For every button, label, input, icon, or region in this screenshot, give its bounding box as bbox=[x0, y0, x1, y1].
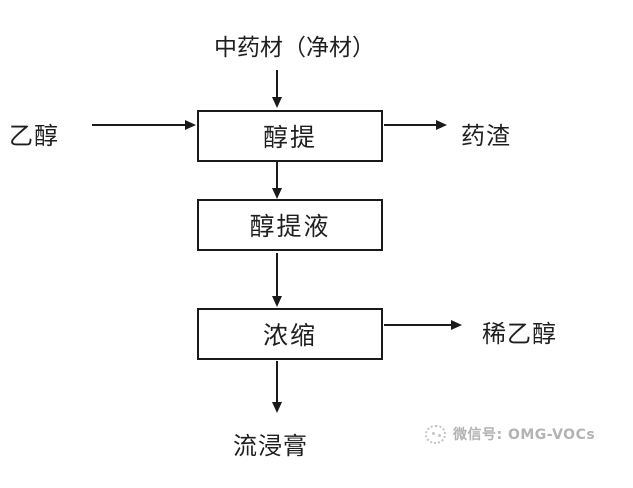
arrow-shaft bbox=[92, 124, 185, 126]
input-label-ethanol: 乙醇 bbox=[9, 122, 59, 150]
arrow-shaft bbox=[276, 253, 278, 297]
arrow-head-down-icon bbox=[272, 97, 282, 108]
arrow-head-down-icon bbox=[272, 296, 282, 307]
arrow-shaft bbox=[384, 324, 451, 326]
output-label-fluid-extract: 流浸膏 bbox=[233, 432, 308, 460]
node-alcohol-extraction: 醇提 bbox=[197, 110, 383, 162]
output-label-residue: 药渣 bbox=[461, 122, 511, 150]
arrow-shaft bbox=[384, 124, 436, 126]
arrow-shaft bbox=[276, 162, 278, 188]
wechat-logo-icon bbox=[425, 424, 446, 444]
watermark: 微信号: OMG-VOCs bbox=[425, 424, 595, 444]
node-alcohol-extract-liquid: 醇提液 bbox=[197, 199, 383, 251]
watermark-text: 微信号: OMG-VOCs bbox=[453, 427, 596, 443]
arrow-shaft bbox=[276, 361, 278, 403]
arrow-head-right-icon bbox=[185, 120, 196, 130]
arrow-head-right-icon bbox=[451, 320, 462, 330]
source-label-raw-material: 中药材（净材） bbox=[214, 35, 375, 61]
arrow-head-right-icon bbox=[436, 120, 447, 130]
arrow-shaft bbox=[276, 70, 278, 98]
arrow-head-down-icon bbox=[272, 188, 282, 199]
node-concentration: 浓缩 bbox=[197, 308, 383, 360]
arrow-head-down-icon bbox=[272, 402, 282, 413]
output-label-dilute-ethanol: 稀乙醇 bbox=[482, 320, 557, 348]
